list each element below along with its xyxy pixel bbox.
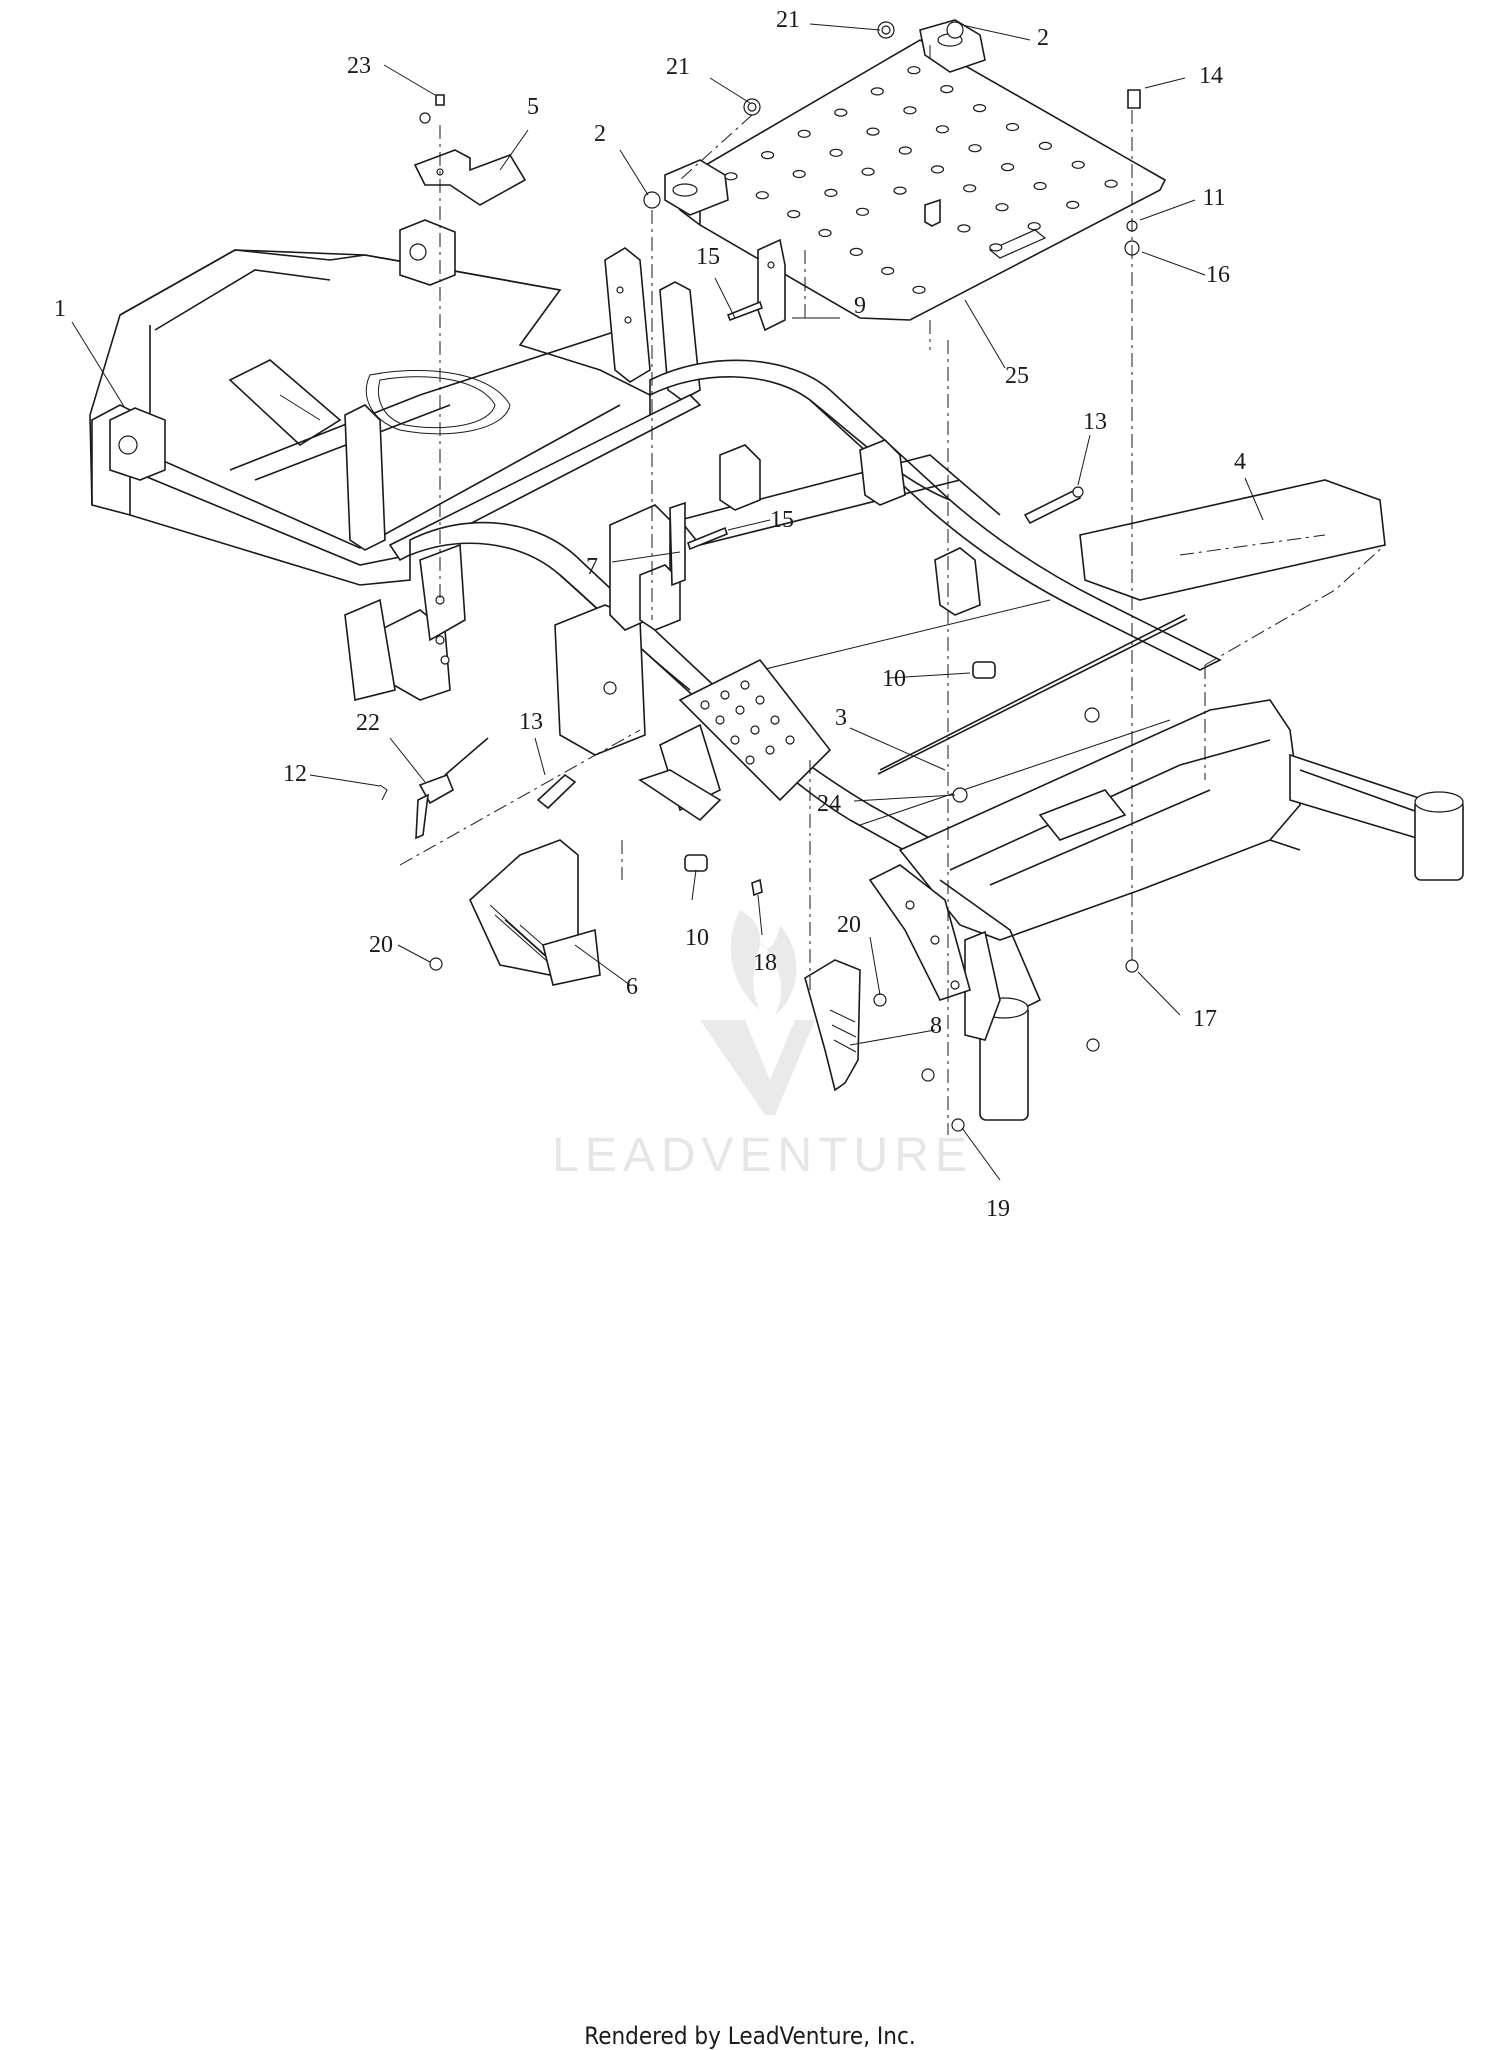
- plate-hole: [724, 172, 738, 181]
- plate-hole: [935, 125, 950, 134]
- loose-parts: [379, 21, 1386, 1132]
- plate-hole: [1005, 122, 1020, 132]
- plate-hole: [1000, 163, 1015, 172]
- footer-credit: Rendered by LeadVenture, Inc.: [584, 2022, 916, 2050]
- plate-hole: [855, 207, 870, 216]
- watermark-logo: [700, 910, 815, 1115]
- callout-20: 20: [837, 912, 861, 938]
- plate-hole: [881, 266, 895, 275]
- plate-hole: [755, 191, 769, 200]
- callout-20: 20: [369, 932, 393, 958]
- callout-5: 5: [527, 94, 539, 120]
- plate-hole: [1071, 160, 1085, 169]
- assembly-lines: [399, 45, 1386, 1135]
- callout-24: 24: [817, 791, 841, 817]
- plate-hole: [866, 127, 880, 136]
- plate-hole: [849, 247, 863, 256]
- plate-hole: [760, 151, 775, 160]
- plate-hole: [893, 186, 907, 195]
- plate-hole: [797, 129, 811, 138]
- callout-21: 21: [776, 7, 800, 33]
- callout-1: 1: [54, 296, 66, 322]
- callout-15: 15: [696, 244, 720, 270]
- callout-13: 13: [1083, 409, 1107, 435]
- plate-hole: [1033, 181, 1047, 191]
- callout-2: 2: [1037, 25, 1049, 51]
- plate-hole: [818, 228, 832, 238]
- plate-hole: [792, 169, 806, 179]
- plate-hole: [912, 285, 926, 294]
- plate-hole: [903, 106, 917, 115]
- callout-15: 15: [770, 507, 794, 533]
- callout-23: 23: [347, 53, 371, 79]
- plate-hole: [957, 224, 971, 233]
- seat-plate: [664, 19, 1167, 321]
- callout-7: 7: [586, 554, 598, 580]
- plate-hole: [829, 148, 843, 157]
- plate-hole: [824, 188, 838, 197]
- callout-12: 12: [283, 761, 307, 787]
- callout-8: 8: [930, 1013, 942, 1039]
- main-frame: [89, 219, 1464, 1121]
- plate-hole: [972, 103, 987, 113]
- watermark-text: LEADVENTURE: [552, 1129, 973, 1182]
- plate-hole: [861, 167, 875, 176]
- callout-16: 16: [1206, 262, 1230, 288]
- plate-hole: [1027, 222, 1041, 231]
- callout-2: 2: [594, 121, 606, 147]
- callout-25: 25: [1005, 363, 1029, 389]
- callout-13: 13: [519, 709, 543, 735]
- callout-10: 10: [882, 666, 906, 692]
- plate-hole: [995, 203, 1009, 212]
- callout-21: 21: [666, 54, 690, 80]
- plate-hole: [963, 184, 977, 193]
- plate-hole: [1066, 200, 1080, 209]
- callout-14: 14: [1199, 63, 1223, 89]
- callout-19: 19: [986, 1196, 1010, 1222]
- plate-hole: [968, 144, 982, 153]
- callout-3: 3: [835, 705, 847, 731]
- callout-10: 10: [685, 925, 709, 951]
- plate-hole: [940, 84, 954, 94]
- leader-lines: [71, 23, 1264, 1181]
- callout-17: 17: [1193, 1006, 1217, 1032]
- plate-hole: [787, 210, 801, 219]
- plate-hole: [989, 243, 1003, 252]
- callout-18: 18: [753, 950, 777, 976]
- plate-hole: [1104, 179, 1118, 188]
- callout-4: 4: [1234, 449, 1246, 475]
- plate-hole: [898, 146, 912, 155]
- callout-22: 22: [356, 710, 380, 736]
- callout-9: 9: [854, 293, 866, 319]
- plate-hole: [1038, 141, 1053, 150]
- callout-11: 11: [1202, 185, 1226, 211]
- plate-hole: [834, 108, 848, 117]
- plate-hole: [930, 165, 945, 174]
- callout-6: 6: [626, 974, 638, 1000]
- plate-hole: [907, 66, 921, 75]
- plate-hole: [870, 87, 884, 96]
